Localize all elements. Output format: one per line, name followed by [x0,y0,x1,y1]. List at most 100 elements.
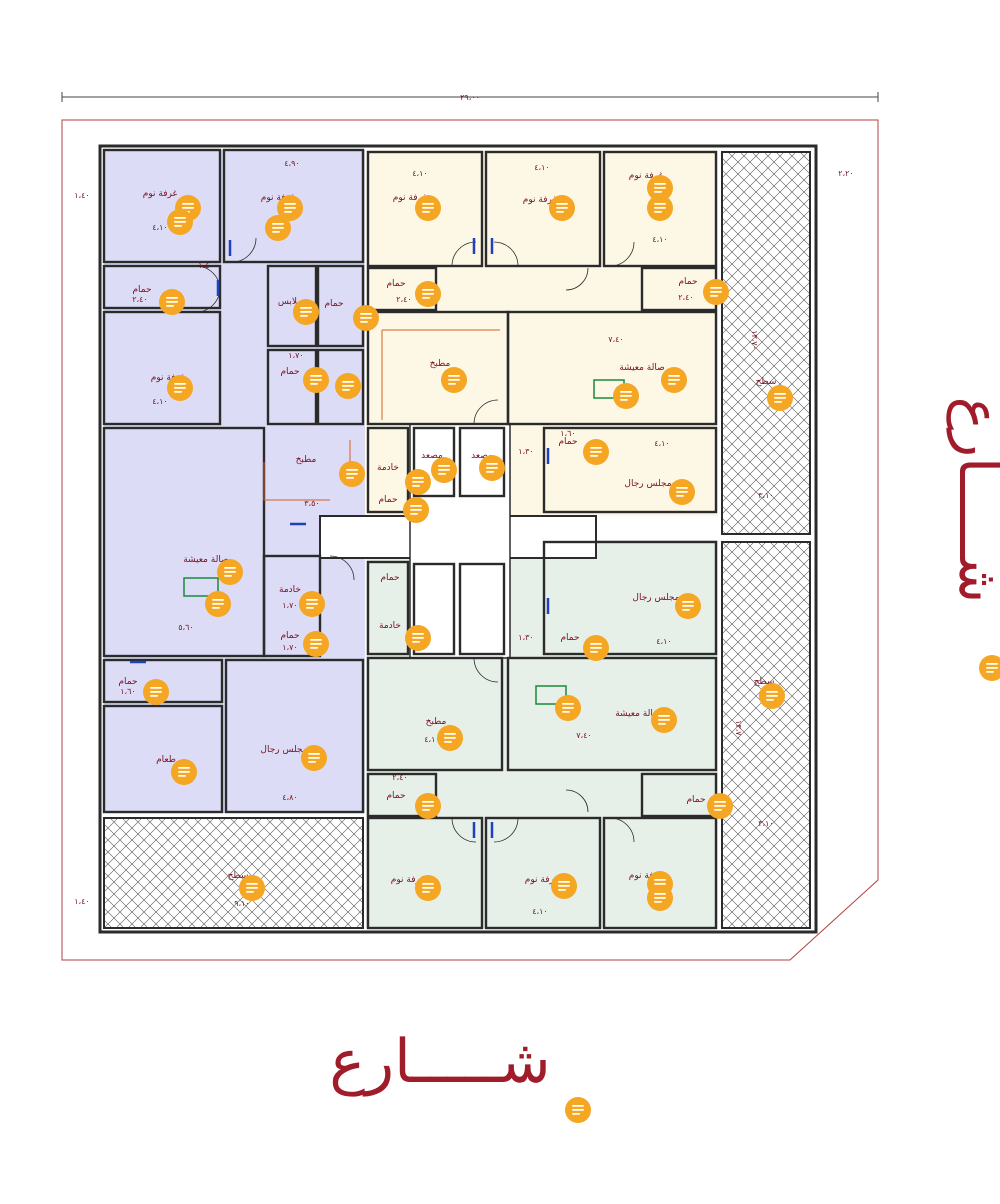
comment-marker-icon[interactable] [171,759,197,785]
label-living-l: صالة معيشة [183,555,229,565]
dim-33: ٤،١٠ [424,735,439,744]
label-bed-ml: غرفة نوم [151,373,186,383]
overall-dimension-label: ٢٩،٠٠ [460,93,480,102]
windows [130,238,550,838]
roof-right-top [721,151,811,535]
area-box-left [183,577,219,597]
comment-marker-icon[interactable] [405,625,431,651]
overall-dimension: ٢٩،٠٠ [61,92,879,102]
dim-10: ٤،٨٠ [282,793,297,802]
comment-marker-icon[interactable] [583,635,609,661]
dim-16: ٢،٤٠ [132,295,147,304]
label-bed-br1: غرفة نوم [391,875,426,885]
dim-12: ٤،١٠ [656,637,671,646]
label-bath-l4: حمام [280,631,299,641]
dim-22: ١،٧٠ [282,643,297,652]
comment-marker-icon[interactable] [549,195,575,221]
comment-marker-icon[interactable] [441,367,467,393]
comment-marker-icon[interactable] [613,383,639,409]
label-bed-br3: غرفة نوم [629,871,664,881]
comment-marker-icon[interactable] [339,461,365,487]
dim-17: ٢،٤٠ [396,295,411,304]
comment-marker-icon[interactable] [167,209,193,235]
comment-marker-icon[interactable] [661,367,687,393]
label-living-br: صالة معيشة [615,709,661,719]
label-bath-r4: حمام [686,795,705,805]
label-kitchen-tc: مطبخ [430,359,451,369]
label-maid-l: خادمة [279,585,301,595]
comment-marker-icon[interactable] [703,279,729,305]
label-bath-c2: حمام [378,495,397,505]
comment-marker-icon[interactable] [979,655,1000,681]
comment-marker-icon[interactable] [405,469,431,495]
label-bath-l5: حمام [118,677,137,687]
dim-32: ١،٣٠ [518,633,533,642]
comment-marker-icon[interactable] [167,375,193,401]
label-majlis-tr: مجلس رجال [624,479,671,489]
comment-marker-icon[interactable] [265,215,291,241]
comment-marker-icon[interactable] [301,745,327,771]
comment-marker-icon[interactable] [239,875,265,901]
dim-18: ٢،٤٠ [678,293,693,302]
comment-marker-icon[interactable] [303,631,329,657]
comment-marker-icon[interactable] [205,591,231,617]
dim-29: ١٣،٧٠ [750,330,759,350]
comment-marker-icon[interactable] [403,497,429,523]
label-maid-c2: خادمة [379,621,401,631]
comment-marker-icon[interactable] [555,695,581,721]
comment-marker-icon[interactable] [303,367,329,393]
comment-marker-icon[interactable] [415,875,441,901]
street-label-right: شـــــارع [946,397,1000,603]
comment-marker-icon[interactable] [159,289,185,315]
label-bath-r2: حمام [678,277,697,287]
comment-marker-icon[interactable] [767,385,793,411]
dim-25: ١،٤٠ [74,191,89,200]
comment-marker-icon[interactable] [335,373,361,399]
comment-marker-icon[interactable] [415,281,441,307]
dim-5: ٤،١٠ [534,163,549,172]
comment-marker-icon[interactable] [479,455,505,481]
comment-marker-icon[interactable] [293,299,319,325]
comment-marker-icon[interactable] [431,457,457,483]
label-bath-b1: حمام [560,633,579,643]
roof-right-bottom [721,541,811,929]
label-roof-r2: سطح [754,677,775,687]
comment-marker-icon[interactable] [415,195,441,221]
comment-marker-icon[interactable] [437,725,463,751]
area-box-br [535,685,567,705]
comment-marker-icon[interactable] [565,1097,591,1123]
label-bed-tl2: غرفة نوم [261,193,296,203]
label-bath-l3: حمام [280,367,299,377]
label-maid-c1: خادمة [377,463,399,473]
dim-4: ٤،١٠ [412,169,427,178]
dim-21: ١،٧٠ [282,601,297,610]
dim-27: ١،٤٠ [198,261,213,270]
label-elevator1: مصعد [421,451,443,461]
comment-marker-icon[interactable] [647,195,673,221]
label-kitchen-bc: مطبخ [426,717,447,727]
comment-marker-icon[interactable] [707,793,733,819]
comment-marker-icon[interactable] [669,479,695,505]
comment-marker-icon[interactable] [551,873,577,899]
comment-marker-icon[interactable] [299,591,325,617]
dim-28: ٢،٢٠ [838,169,853,178]
label-living-tr: صالة معيشة [619,363,665,373]
comment-marker-icon[interactable] [651,707,677,733]
label-roof-b: سطح [228,871,249,881]
comment-marker-icon[interactable] [759,683,785,709]
comment-marker-icon[interactable] [217,559,243,585]
label-bath-r1: حمام [386,279,405,289]
comment-marker-icon[interactable] [675,593,701,619]
comment-marker-icon[interactable] [353,305,379,331]
label-bed-br2: غرفة نوم [525,875,560,885]
label-bed-tr3: غرفة نوم [629,171,664,181]
label-bed-tr1: غرفة نوم [393,193,428,203]
dim-24: ١،٦٠ [120,687,135,696]
comment-marker-icon[interactable] [583,439,609,465]
comment-marker-icon[interactable] [647,885,673,911]
dim-31: ١،٣٠ [518,447,533,456]
comment-marker-icon[interactable] [143,679,169,705]
dimension-labels: ٤،٩٠ ٤،١٠ ٤،١٠ ٤،١٠ ٤،١٠ ٤،١٠ ٧،٤٠ ٧،٤٠ … [74,159,853,916]
comment-marker-icon[interactable] [415,793,441,819]
